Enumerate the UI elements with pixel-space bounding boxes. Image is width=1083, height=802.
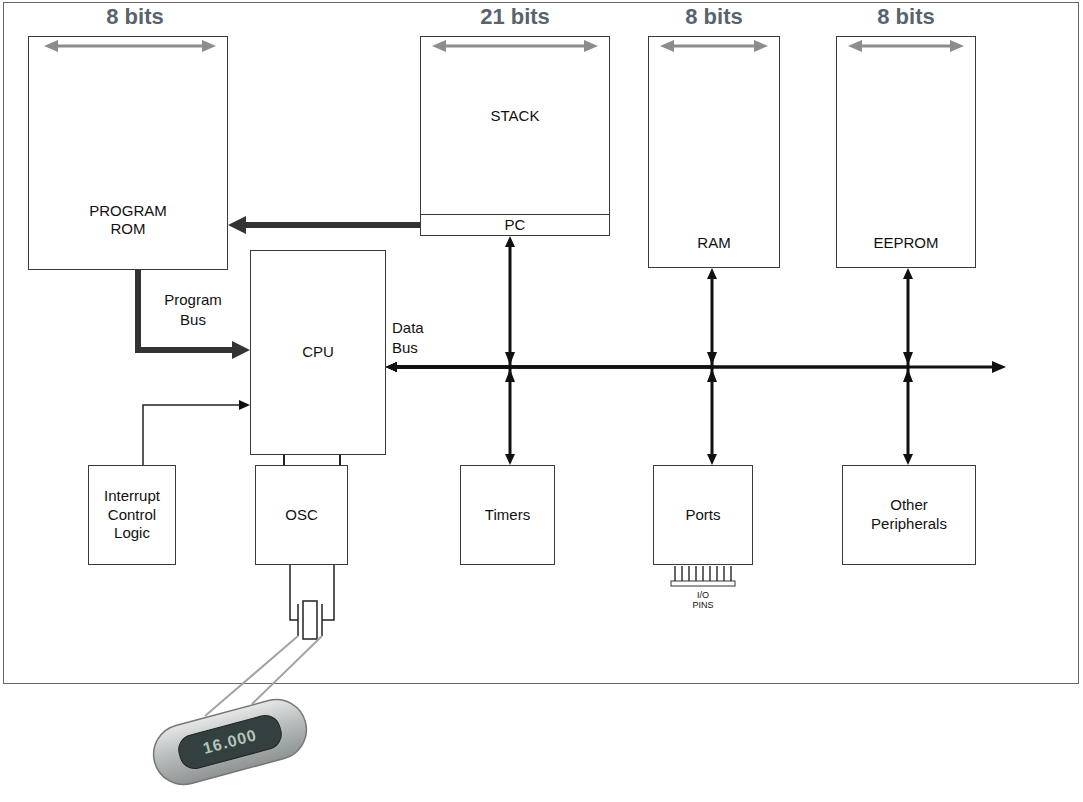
data-bus-connector <box>397 367 908 454</box>
pin-label: I/O PINS <box>693 591 714 611</box>
crystal-marking: 16.000 <box>201 726 259 758</box>
arrow-head <box>754 40 768 52</box>
label-holder: Program Bus <box>164 290 222 329</box>
io-pins-symbol <box>671 566 735 586</box>
label-holder: 16.000 <box>201 726 259 758</box>
outer-frame <box>4 3 1079 684</box>
arrow-head <box>992 361 1006 373</box>
label-holder: 8 bits <box>877 6 934 28</box>
bit-width-label: 8 bits <box>106 6 163 28</box>
box-label: Ports <box>685 506 720 525</box>
bus-label: Program Bus <box>164 290 222 329</box>
box-label: OSC <box>285 506 318 525</box>
crystal-lead <box>290 565 298 620</box>
data-bus-connector <box>397 279 712 367</box>
box-label: RAM <box>697 234 730 253</box>
interrupt-connector <box>143 405 239 465</box>
crystal-plate <box>297 604 299 636</box>
crystal-wire <box>252 636 322 704</box>
box-label: Other Peripherals <box>871 496 947 534</box>
crystal-shell <box>147 693 313 791</box>
logic-box: Interrupt Control Logic <box>88 465 176 565</box>
bit-width-label: 8 bits <box>877 6 934 28</box>
label-holder: 21 bits <box>480 6 550 28</box>
memory-box: RAM <box>648 36 780 268</box>
crystal-body <box>303 601 317 639</box>
peripheral-box: Other Peripherals <box>842 465 976 565</box>
bus-extension <box>908 361 1006 373</box>
crystal-plate <box>175 712 284 772</box>
stack-box: STACK PC <box>420 36 610 236</box>
width-arrow <box>444 45 586 48</box>
data-bus-connector <box>397 367 712 454</box>
crystal-photo <box>147 636 322 791</box>
data-bus-connector <box>397 279 908 367</box>
bit-width-arrows <box>44 40 964 52</box>
width-arrow <box>672 45 756 48</box>
memory-box: EEPROM <box>836 36 976 268</box>
crystal-lead <box>322 565 334 620</box>
cpu-box: CPU <box>250 250 386 455</box>
width-arrow <box>56 45 204 48</box>
bit-width-label: 21 bits <box>480 6 550 28</box>
clock-connector <box>339 455 341 465</box>
peripheral-box: Ports <box>653 465 753 565</box>
box-label: CPU <box>302 343 334 362</box>
arrow-head <box>202 40 216 52</box>
memory-box: PROGRAM ROM <box>28 36 228 270</box>
label-holder: Data Bus <box>392 318 424 357</box>
arrow-head <box>660 40 674 52</box>
box-label: Interrupt Control Logic <box>104 487 160 543</box>
label-holder: 8 bits <box>685 6 742 28</box>
pin-bar <box>671 581 735 586</box>
register-box: PC <box>420 214 610 236</box>
address-connector <box>246 222 420 228</box>
bit-width-label: 8 bits <box>685 6 742 28</box>
box-label: PROGRAM ROM <box>89 202 167 240</box>
box-label: PC <box>505 216 526 235</box>
oscillator-box: OSC <box>255 465 348 565</box>
arrow-head <box>584 40 598 52</box>
crystal-can <box>147 693 313 791</box>
peripheral-box: Timers <box>460 465 555 565</box>
box-label: EEPROM <box>873 234 938 253</box>
pin-lines <box>675 566 731 583</box>
crystal-symbol <box>290 565 334 639</box>
arrow-head <box>432 40 446 52</box>
label-holder: I/O PINS <box>693 591 714 611</box>
bus-label: Data Bus <box>392 318 424 357</box>
label-holder: 8 bits <box>106 6 163 28</box>
arrow-head <box>848 40 862 52</box>
clock-connector <box>283 455 285 465</box>
box-label: STACK <box>491 107 540 126</box>
program-bus-connector <box>138 270 232 350</box>
data-bus-connector <box>397 367 510 454</box>
width-arrow <box>860 45 952 48</box>
arrow-head <box>44 40 58 52</box>
bus-line <box>908 366 994 369</box>
box-label: Timers <box>485 506 530 525</box>
arrow-head <box>950 40 964 52</box>
